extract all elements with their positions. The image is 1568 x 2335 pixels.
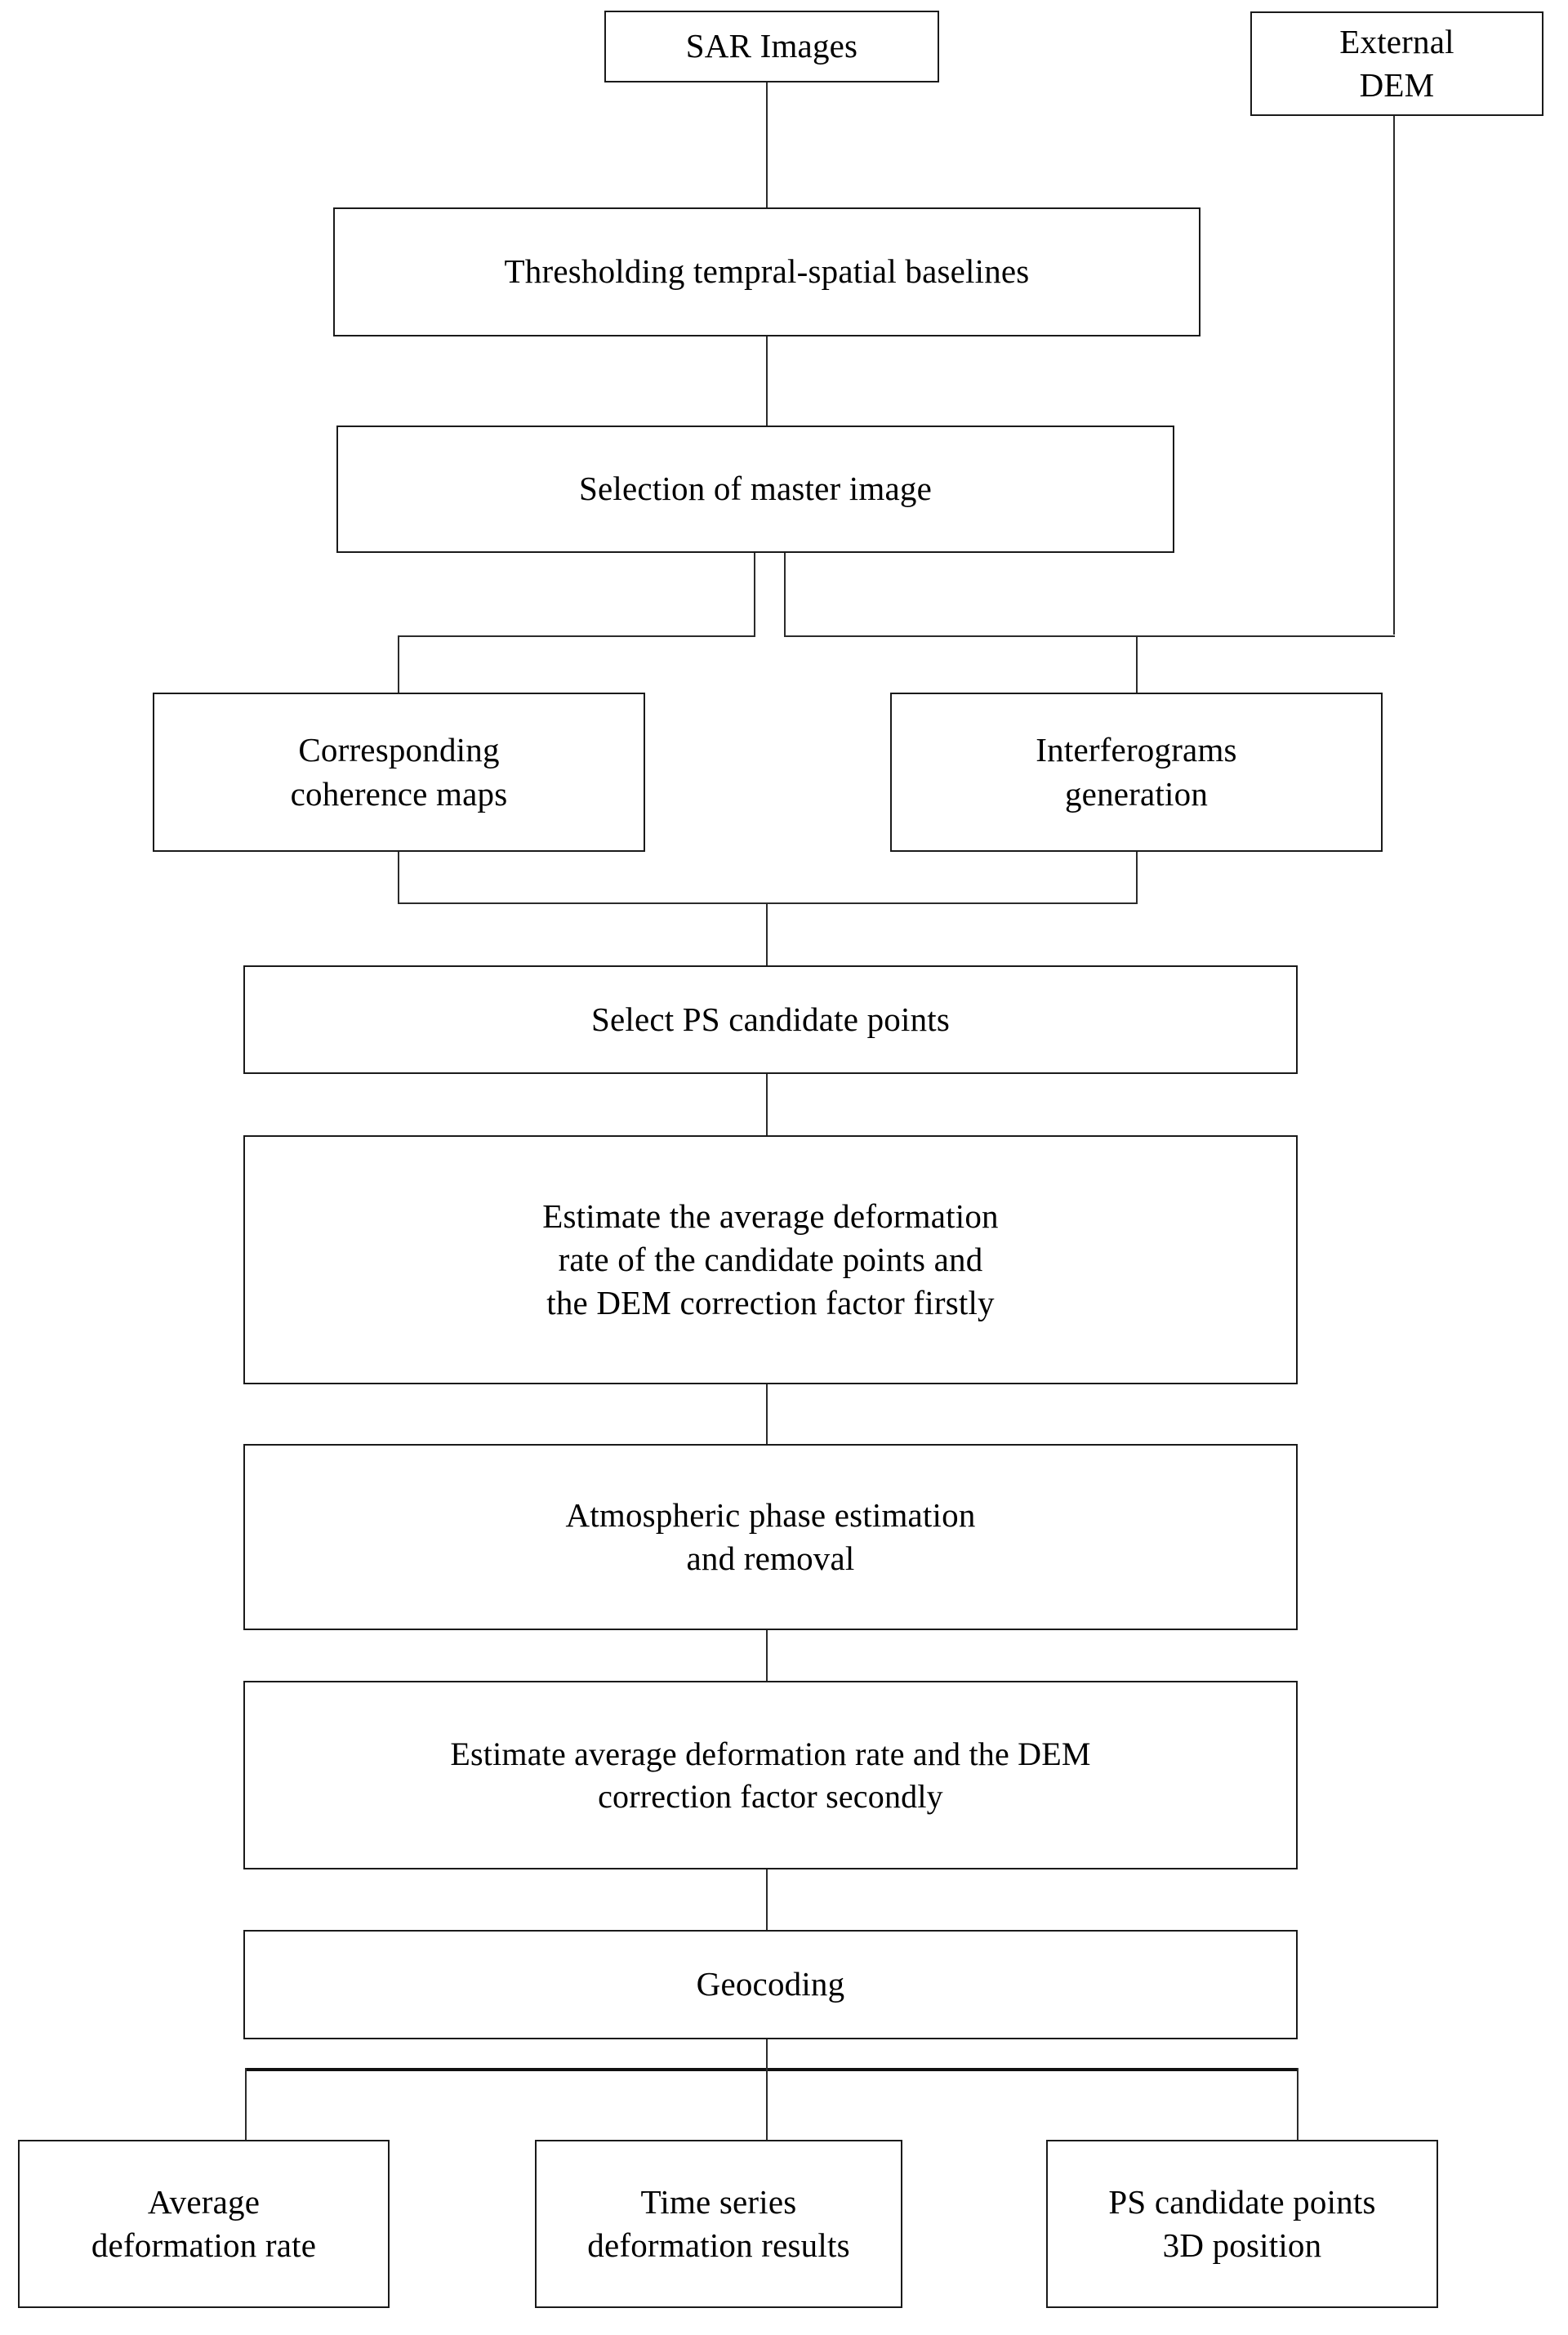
edge-to-coherence-maps xyxy=(398,635,399,694)
node-output-average-rate[interactable]: Average deformation rate xyxy=(18,2140,390,2308)
node-coherence-maps[interactable]: Corresponding coherence maps xyxy=(153,693,645,852)
edge-branch-right-bar xyxy=(784,635,1395,637)
edge-to-ps-3d xyxy=(1297,2068,1298,2141)
edge-estimate-second-to-geocoding xyxy=(766,1869,768,1932)
edge-output-distribution-bar xyxy=(245,2068,1298,2071)
edge-select-ps-to-estimate-first xyxy=(766,1073,768,1137)
node-atmospheric-phase[interactable]: Atmospheric phase estimation and removal xyxy=(243,1444,1298,1630)
edge-estimate-first-to-atmospheric xyxy=(766,1384,768,1446)
edge-merge-to-select-ps xyxy=(766,902,768,967)
node-estimate-first[interactable]: Estimate the average deformation rate of… xyxy=(243,1135,1298,1384)
edge-to-time-series xyxy=(766,2068,768,2141)
edge-dem-vertical xyxy=(1393,115,1395,635)
node-interferograms[interactable]: Interferograms generation xyxy=(890,693,1383,852)
node-geocoding[interactable]: Geocoding xyxy=(243,1930,1298,2039)
edge-geocoding-down-stub xyxy=(766,2039,768,2070)
edge-interferograms-down-stub xyxy=(1136,850,1138,904)
node-select-ps-candidate-points[interactable]: Select PS candidate points xyxy=(243,965,1298,1074)
edge-thresholding-to-master xyxy=(766,335,768,427)
node-master-selection[interactable]: Selection of master image xyxy=(336,426,1174,553)
edge-sar-to-thresholding xyxy=(766,82,768,209)
edge-atmospheric-to-estimate-second xyxy=(766,1629,768,1682)
node-thresholding[interactable]: Thresholding tempral-spatial baselines xyxy=(333,207,1200,336)
edge-to-interferograms xyxy=(1136,635,1138,694)
edge-master-left-stub xyxy=(754,552,755,637)
edge-coherence-down-stub xyxy=(398,850,399,904)
node-output-time-series[interactable]: Time series deformation results xyxy=(535,2140,902,2308)
edge-merge-bar xyxy=(398,902,1138,904)
node-sar-images[interactable]: SAR Images xyxy=(604,11,939,82)
edge-to-average-rate xyxy=(245,2068,247,2141)
node-output-ps-3d-position[interactable]: PS candidate points 3D position xyxy=(1046,2140,1438,2308)
edge-master-right-stub xyxy=(784,552,786,637)
node-external-dem[interactable]: External DEM xyxy=(1250,11,1544,116)
node-estimate-second[interactable]: Estimate average deformation rate and th… xyxy=(243,1681,1298,1869)
edge-branch-left-bar xyxy=(398,635,755,637)
